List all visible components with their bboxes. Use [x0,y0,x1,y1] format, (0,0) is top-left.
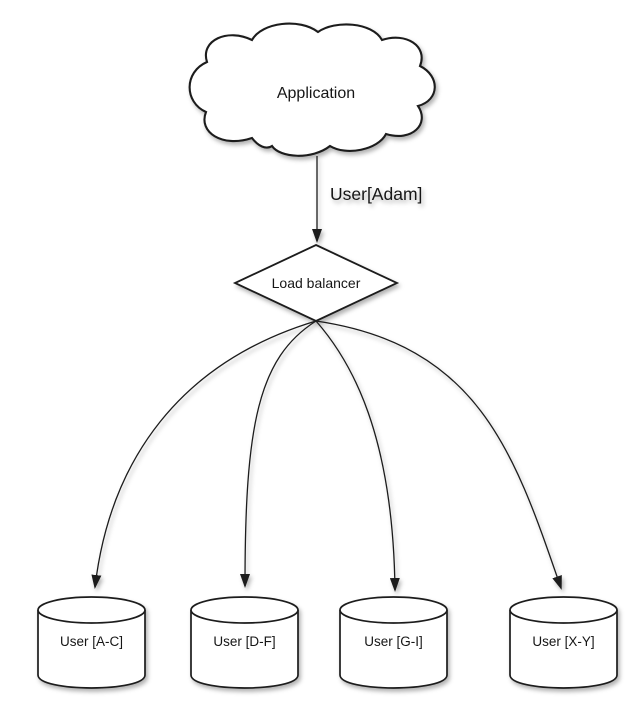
edge-loadbalancer-to-shard-g-i [315,320,400,592]
node-shard-x-y: User [X-Y] [509,596,618,689]
shard-d-f-label: User [D-F] [213,634,275,649]
edge-loadbalancer-to-shard-a-c [91,320,317,589]
shard-a-c-label: User [A-C] [60,634,123,649]
shard-g-i-label: User [G-I] [364,634,423,649]
edge-loadbalancer-to-shard-x-y [315,320,562,590]
node-shard-a-c: User [A-C] [37,596,146,689]
edge-group [91,156,562,592]
shard-x-y-label: User [X-Y] [532,634,594,649]
edge-loadbalancer-to-shard-d-f [240,320,317,588]
load-balancer-diamond-shape [232,244,400,322]
load-balancer-label: Load balancer [272,275,361,291]
application-cloud-shape [188,22,436,157]
node-shard-d-f: User [D-F] [190,596,299,689]
application-label: Application [277,85,355,102]
node-application: Application [188,22,436,157]
edge-user-adam-label: User[Adam] [330,184,422,204]
node-load-balancer: Load balancer [232,244,400,322]
node-shard-g-i: User [G-I] [339,596,448,689]
